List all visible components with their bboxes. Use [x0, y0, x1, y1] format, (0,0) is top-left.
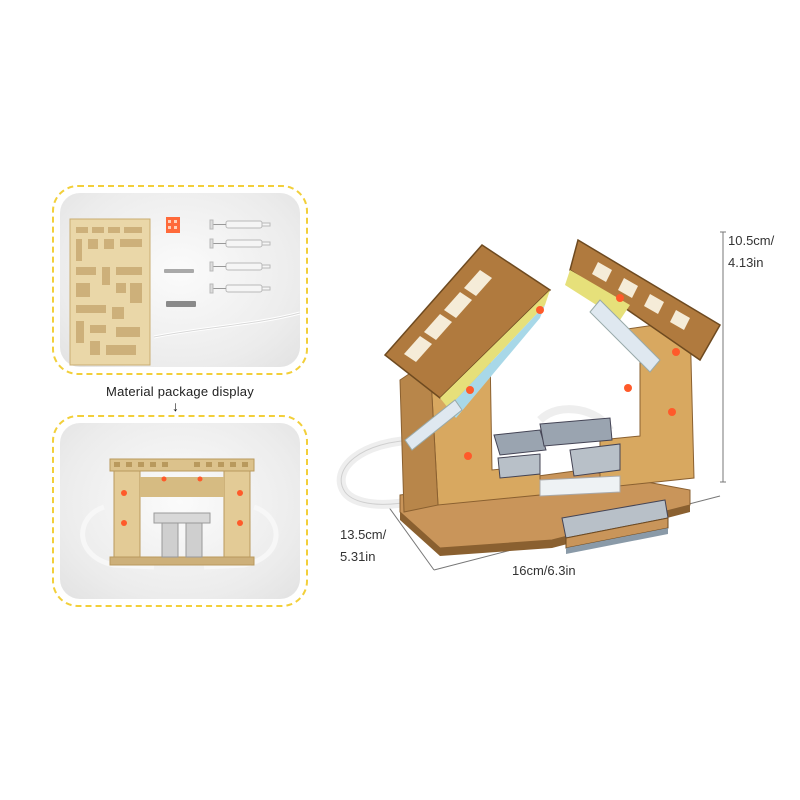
depth-cm: 13.5cm/ [340, 527, 387, 542]
dimension-width: 16cm/6.3in [512, 563, 576, 578]
right-ladder-arm [565, 238, 722, 362]
arrow-down-icon: ↓ [172, 398, 179, 414]
syringes [404, 299, 661, 497]
syringe-set [209, 219, 271, 294]
material-package-image [69, 217, 301, 366]
front-clamp [561, 499, 669, 554]
pin-sheet [166, 217, 180, 233]
orange-pins [121, 476, 243, 526]
dimension-height: 10.5cm/ 4.13in [728, 230, 774, 274]
orange-pins [464, 294, 680, 460]
height-cm: 10.5cm/ [728, 233, 775, 248]
metal-rod [166, 301, 196, 307]
assembled-model-image [80, 458, 279, 570]
caption-material-package: Material package display [106, 384, 254, 399]
plastic-tube-outline [153, 312, 301, 338]
base-edge [400, 505, 690, 556]
metal-blocks [493, 417, 621, 479]
assembled-model-panel [52, 415, 308, 607]
left-ladder-arm [383, 244, 552, 418]
material-package-panel [52, 185, 308, 375]
dimension-depth: 13.5cm/ 5.31in [340, 524, 386, 568]
metal-rod [164, 269, 194, 273]
height-in: 4.13in [728, 255, 764, 270]
depth-in: 5.31in [340, 549, 376, 564]
frame [109, 458, 255, 566]
wood-sheet [69, 218, 151, 366]
